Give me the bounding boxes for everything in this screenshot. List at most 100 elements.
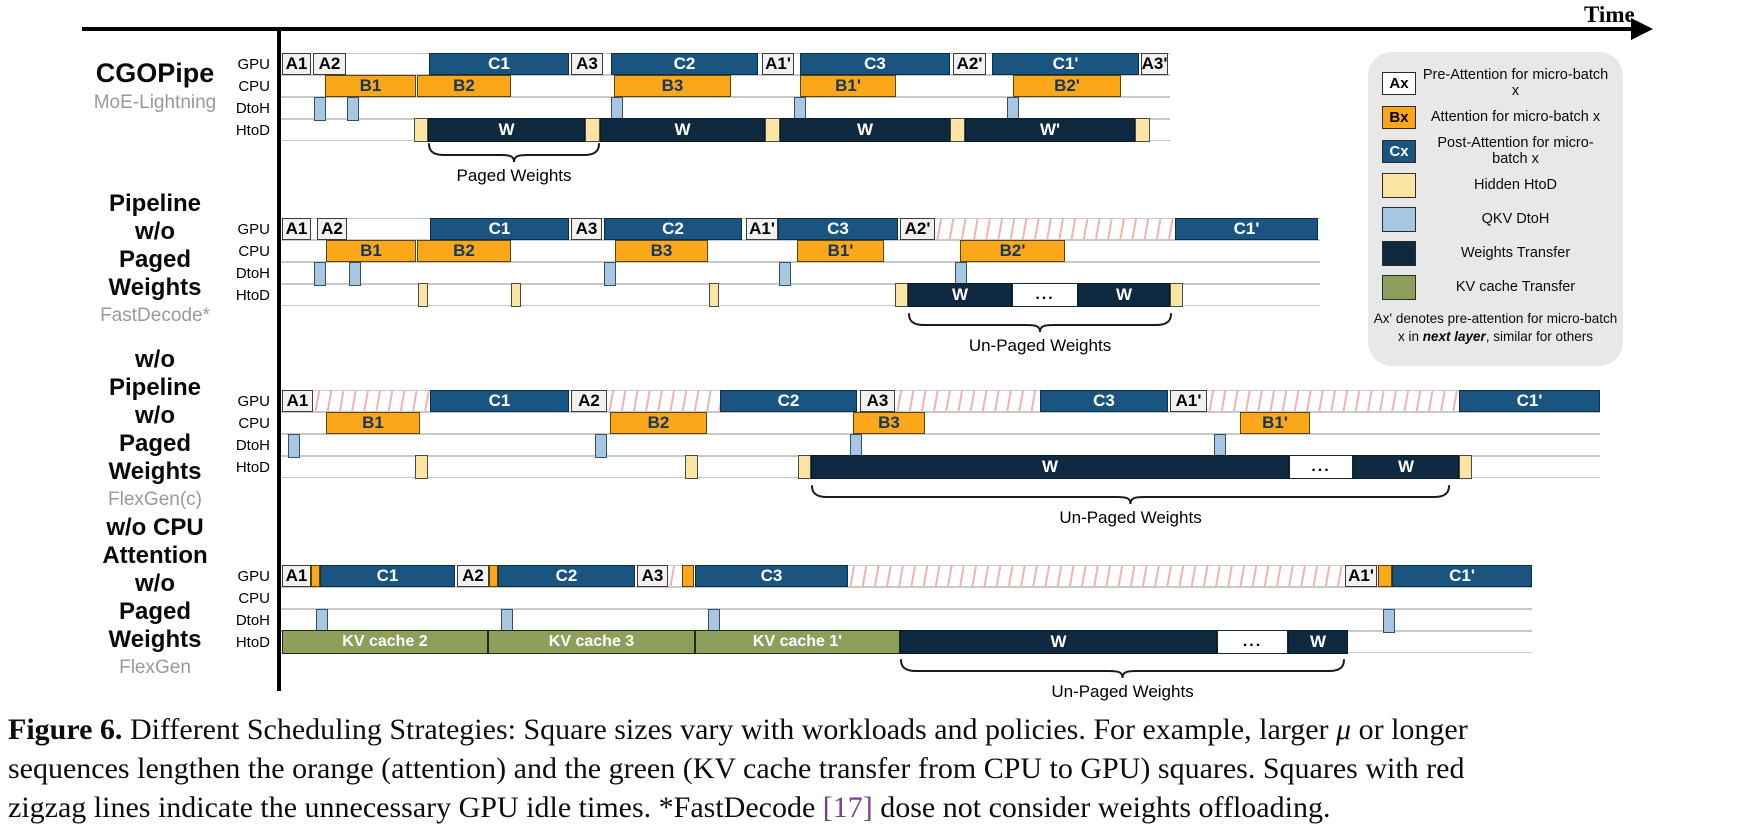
section-title-no-cpu-attn-no-paged: w/o CPU Attention w/o Paged Weights [102, 514, 208, 653]
pre-attention-bar-A1: A1' [746, 218, 778, 240]
row-label-pipeline-no-paged-DtoH: DtoH [235, 265, 270, 282]
row-label-no-pipeline-no-paged-HtoD: HtoD [235, 459, 270, 476]
caption-citation-17: [17] [822, 791, 873, 824]
hidden-htod-bar [950, 118, 965, 142]
weights-transfer-bar-W: W [1078, 283, 1170, 307]
brace-cgopipe [428, 142, 600, 164]
legend-note-emphasis: next layer [1422, 329, 1486, 345]
pre-attention-bar-A1: A1 [282, 390, 313, 412]
attention-bar-B1: B1 [326, 240, 416, 262]
section-subtitle-cgopipe: MoE-Lightning [93, 92, 217, 113]
brace-label-no-pipeline-no-paged: Un-Paged Weights [1059, 508, 1202, 527]
hidden-htod-bar [418, 283, 428, 307]
qkv-dtoh-bar [288, 434, 300, 458]
legend-label-attn: Attention for micro-batch x [1430, 109, 1601, 125]
pre-attention-bar-A2: A2 [571, 390, 607, 412]
attention-bar-B1: B1' [800, 75, 896, 97]
brace-label-no-cpu-attn-no-paged: Un-Paged Weights [1051, 682, 1194, 701]
row-label-cgopipe-GPU: GPU [237, 56, 270, 73]
attention-bar-B3: B3 [614, 75, 731, 97]
legend-note-line2-post: , similar for others [1485, 329, 1594, 345]
qkv-dtoh-bar [779, 262, 791, 286]
gpu-idle-zigzag-bar [668, 565, 682, 587]
row-label-no-cpu-attn-no-paged-CPU: CPU [238, 590, 270, 607]
caption-line-1: Figure 6. Different Scheduling Strategie… [8, 710, 1732, 749]
post-attention-bar-C2: C2 [604, 218, 742, 240]
post-attention-bar-C2: C2 [498, 565, 635, 587]
post-attention-bar-C1: C1 [430, 390, 569, 412]
attention-bar-B2: B2 [417, 240, 511, 262]
kv-cache-transfer-bar-KVcache3: KV cache 3 [488, 630, 695, 654]
row-label-pipeline-no-paged-HtoD: HtoD [235, 287, 270, 304]
legend-swatch-pre-icon: Ax [1382, 71, 1416, 95]
section-subtitle-no-pipeline-no-paged: FlexGen(c) [108, 489, 202, 510]
attention-bar-B1: B1 [325, 75, 416, 97]
hidden-htod-bar [895, 283, 908, 307]
brace-path [900, 659, 1345, 679]
legend-swatch-attn-icon: Bx [1382, 105, 1416, 129]
pre-attention-bar-A3: A3 [571, 218, 602, 240]
legend-swatch-hidden-icon [1382, 172, 1416, 198]
kv-cache-transfer-bar-KVcache1: KV cache 1' [695, 630, 900, 654]
pre-attention-bar-A2: A2' [900, 218, 935, 240]
caption-text-3a: zigzag lines indicate the unnecessary GP… [8, 791, 823, 824]
post-attention-bar-C1: C1' [992, 53, 1139, 75]
post-attention-bar-C2: C2 [611, 53, 758, 75]
hidden-htod-bar [685, 455, 698, 479]
pre-attention-bar-A3: A3 [637, 565, 668, 587]
row-label-pipeline-no-paged-GPU: GPU [237, 221, 270, 238]
hidden-htod-bar [511, 283, 521, 307]
row-label-pipeline-no-paged-CPU: CPU [238, 243, 270, 260]
hidden-htod-bar [1135, 118, 1150, 142]
post-attention-bar-C3: C3 [695, 565, 848, 587]
row-label-cgopipe-HtoD: HtoD [235, 122, 270, 139]
gpu-idle-zigzag-bar [313, 390, 430, 412]
attention-bar-B2: B2 [610, 412, 707, 434]
section-subtitle-no-cpu-attn-no-paged: FlexGen [119, 657, 191, 678]
weights-ellipsis-bar-: ... [1012, 283, 1078, 307]
legend-label-pre: Pre-Attention for micro-batch x [1422, 67, 1609, 99]
hidden-htod-bar [709, 283, 719, 307]
row-label-no-cpu-attn-no-paged-DtoH: DtoH [235, 612, 270, 629]
figure-caption: Figure 6. Different Scheduling Strategie… [8, 710, 1732, 827]
hidden-htod-bar [585, 118, 600, 142]
qkv-dtoh-bar [595, 434, 607, 458]
attention-bar [1378, 565, 1392, 587]
attention-bar-B2: B2' [1013, 75, 1121, 97]
weights-transfer-bar-W: W' [965, 118, 1135, 142]
attention-bar-B2: B2' [960, 240, 1065, 262]
brace-label-cgopipe: Paged Weights [456, 166, 572, 185]
attention-bar-B1: B1' [797, 240, 884, 262]
pre-attention-bar-A3: A3 [571, 53, 603, 75]
pre-attention-bar-A2: A2 [313, 53, 346, 75]
weights-transfer-bar-W: W [780, 118, 950, 142]
brace-no-cpu-attn-no-paged [900, 658, 1345, 680]
legend-swatch-weights-icon [1382, 240, 1416, 266]
legend-note: Ax' denotes pre-attention for micro-batc… [1368, 310, 1623, 346]
post-attention-bar-C1: C1 [430, 218, 569, 240]
brace-path [428, 143, 600, 163]
brace-path [811, 485, 1450, 505]
pre-attention-bar-A1: A1' [1170, 390, 1207, 412]
row-track-pipeline-no-paged-DtoH [281, 262, 1320, 284]
gpu-idle-zigzag-bar [895, 390, 1040, 412]
weights-transfer-bar-W: W [900, 630, 1217, 654]
row-track-no-pipeline-no-paged-DtoH [281, 434, 1600, 456]
gpu-idle-zigzag-bar [1207, 390, 1459, 412]
qkv-dtoh-bar [604, 262, 616, 286]
weights-transfer-bar-W: W [428, 118, 585, 142]
row-track-cgopipe-DtoH [281, 97, 1170, 119]
weights-ellipsis-bar-: ... [1217, 630, 1288, 654]
row-label-no-cpu-attn-no-paged-GPU: GPU [237, 568, 270, 585]
time-axis-arrow-icon [1631, 18, 1653, 40]
legend-label-post: Post-Attention for micro-batch x [1437, 135, 1594, 167]
post-attention-bar-C1: C1 [429, 53, 569, 75]
caption-text-1a: Different Scheduling Strategies: Square … [122, 713, 1337, 746]
hidden-htod-bar [798, 455, 811, 479]
hidden-htod-bar [415, 455, 428, 479]
hidden-htod-bar [1170, 283, 1183, 307]
pre-attention-bar-A1: A1 [282, 565, 311, 587]
